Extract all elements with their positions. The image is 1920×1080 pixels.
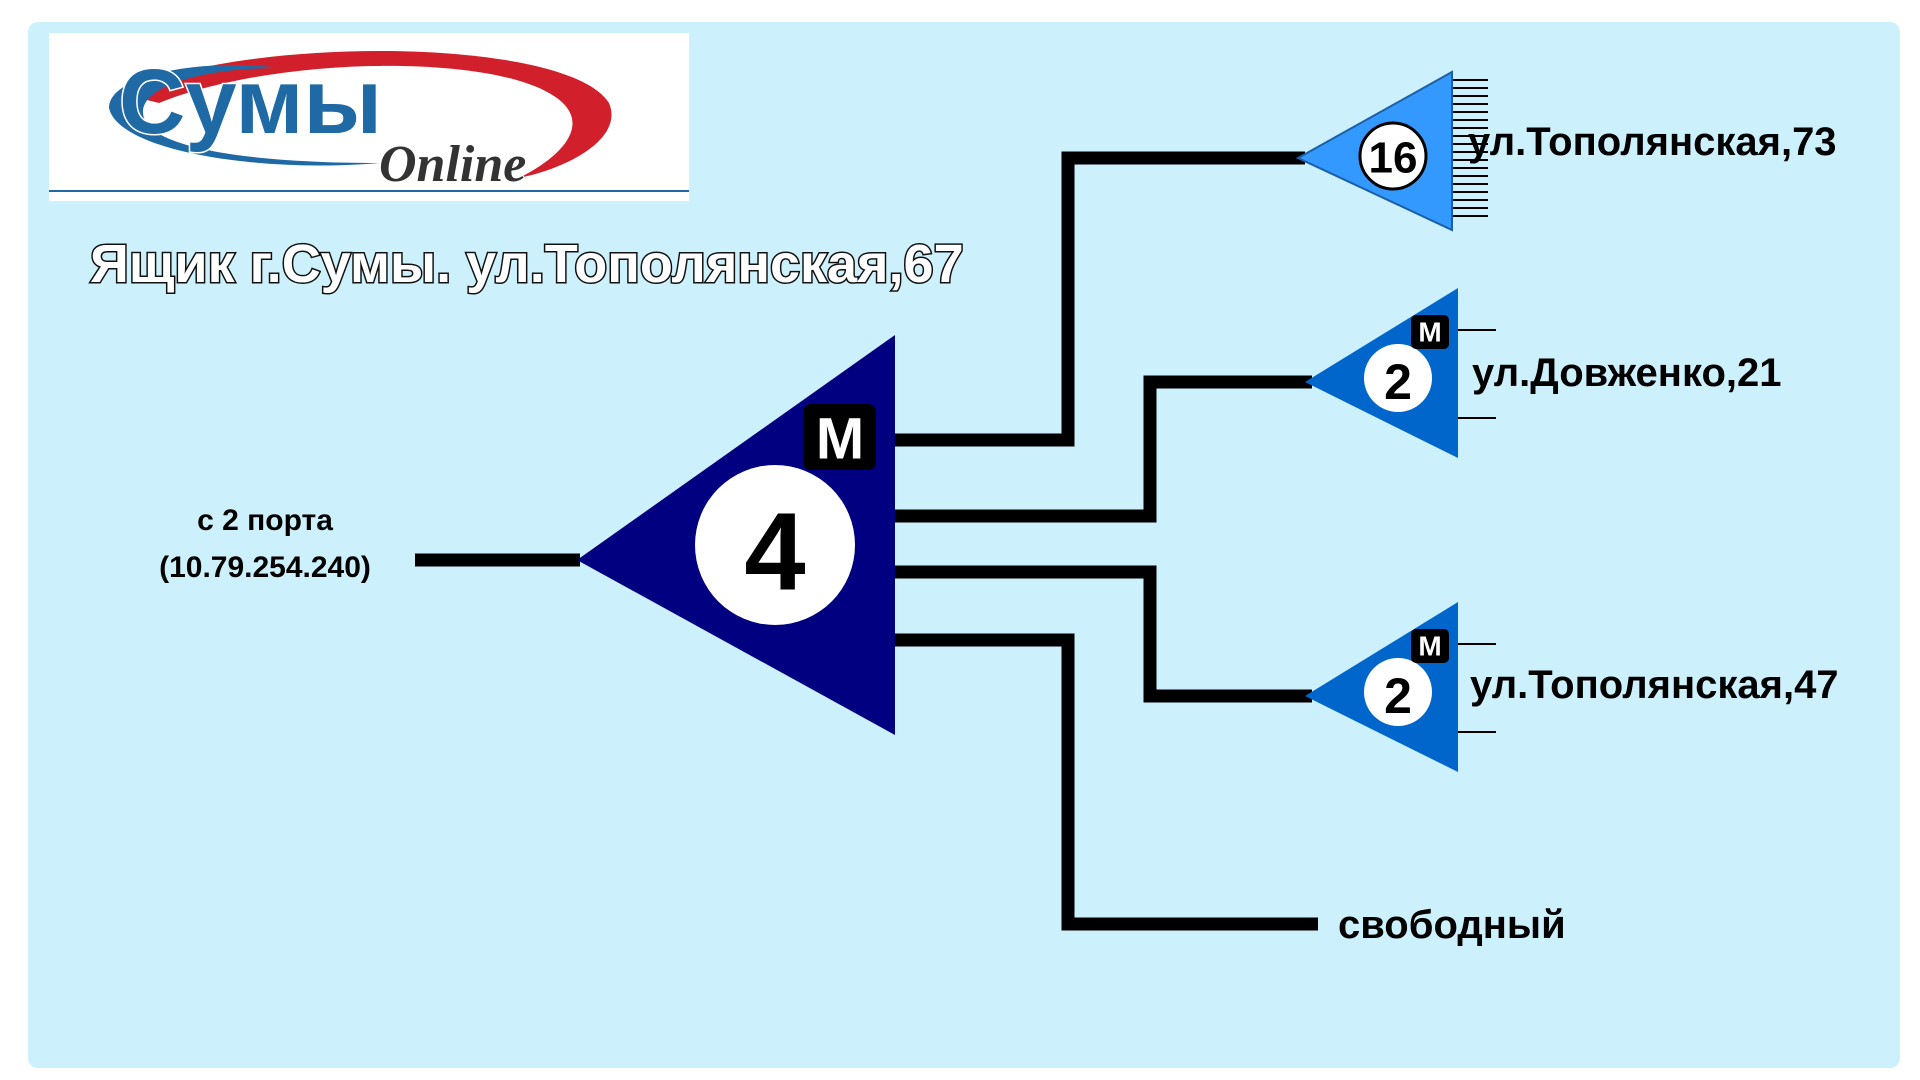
sumy-online-logo: Сумы Online bbox=[49, 33, 689, 201]
splitter-2-upper-circle bbox=[1364, 344, 1432, 412]
splitter-2-upper: 2 M bbox=[1305, 288, 1496, 458]
output-wire-4 bbox=[890, 633, 1318, 931]
main-splitter-m-badge bbox=[803, 404, 876, 470]
output-wire-2 bbox=[890, 375, 1312, 523]
splitter-2-upper-m-label: M bbox=[1418, 317, 1441, 348]
splitter-2-upper-ratio: 2 bbox=[1384, 354, 1412, 410]
output-label-1: ул.Тополянская,73 bbox=[1468, 120, 1837, 164]
splitter-2-lower-m-label: M bbox=[1418, 631, 1441, 662]
logo-graphic: Сумы Online bbox=[49, 33, 689, 201]
splitter-16-circle bbox=[1358, 121, 1428, 191]
logo-main-text: Сумы bbox=[119, 51, 382, 153]
output-label-2: ул.Довженко,21 bbox=[1472, 351, 1782, 395]
splitter-2-lower-circle bbox=[1364, 658, 1432, 726]
splitter-2-upper-m-badge bbox=[1411, 315, 1449, 349]
splitter-16-output-ticks bbox=[1450, 79, 1488, 217]
splitter-2-lower-ratio: 2 bbox=[1384, 668, 1412, 724]
main-splitter-ratio: 4 bbox=[744, 491, 805, 614]
splitter-16: 16 bbox=[1295, 70, 1488, 232]
main-splitter: 4 M bbox=[577, 335, 895, 735]
main-splitter-circle bbox=[695, 465, 855, 625]
splitter-16-ratio: 16 bbox=[1369, 134, 1418, 183]
logo-sub-text: Online bbox=[379, 136, 526, 193]
splitter-2-lower-m-badge bbox=[1411, 629, 1449, 663]
splitter-2-lower: 2 M bbox=[1305, 602, 1496, 772]
output-wire-1 bbox=[890, 151, 1305, 447]
page-title: Ящик г.Сумы. ул.Тополянская,67 bbox=[90, 234, 964, 294]
main-splitter-m-label: M bbox=[816, 407, 864, 472]
source-label-line1: с 2 порта bbox=[197, 504, 333, 537]
source-label-line2: (10.79.254.240) bbox=[159, 551, 371, 584]
output-wire-3 bbox=[890, 565, 1312, 703]
output-label-3: ул.Тополянская,47 bbox=[1470, 663, 1839, 707]
output-label-4: свободный bbox=[1338, 903, 1566, 947]
